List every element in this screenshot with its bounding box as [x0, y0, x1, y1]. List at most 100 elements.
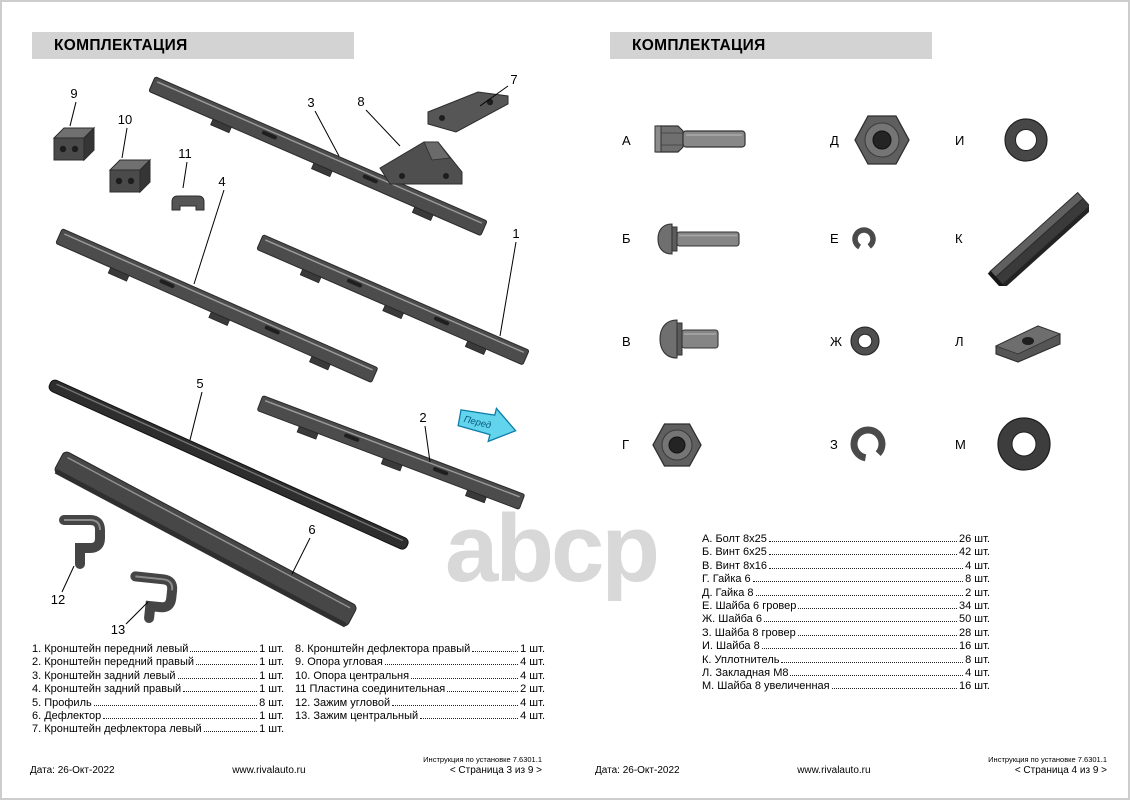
washer-6-icon	[850, 326, 880, 356]
fastener-qty: 4 шт.	[965, 559, 990, 572]
footer-date: Дата: 26-Окт-2022	[595, 765, 680, 776]
list-item: З. Шайба 8 гровер 28 шт.	[702, 627, 990, 640]
part-name: 2. Кронштейн передний правый	[32, 656, 195, 669]
fastener-name: В. Винт 8х16	[702, 559, 767, 572]
callout-3: 3	[307, 95, 314, 110]
part-qty: 4 шт.	[520, 669, 545, 682]
part-10-center-support	[108, 158, 152, 194]
fastener-name: А. Болт 8х25	[702, 533, 767, 545]
part-qty: 4 шт.	[520, 710, 545, 723]
part-name: 3. Кронштейн задний левый	[32, 669, 176, 682]
fastener-qty: 8 шт.	[965, 653, 990, 666]
bolt-icon	[654, 125, 746, 153]
dot-leader	[420, 718, 519, 720]
part-name: 5. Профиль	[32, 696, 92, 709]
list-item: М. Шайба 8 увеличенная 16 шт.	[702, 680, 990, 693]
diagram-callouts: 1 2 3 4 5 6 7 8 9 10 11 12 13	[51, 72, 520, 637]
dot-leader	[411, 677, 519, 679]
part-qty: 1 шт.	[259, 669, 284, 682]
fastener-letter-i: И	[955, 133, 965, 148]
fastener-name: Ж. Шайба 6	[702, 613, 762, 626]
part-9-corner-support	[52, 126, 96, 162]
dot-leader	[190, 651, 258, 652]
fastener-name: Е. Шайба 6 гровер	[702, 600, 797, 613]
footer-page-number: < Страница 4 из 9 >	[1014, 765, 1107, 776]
list-item: 4. Кронштейн задний правый 1 шт.	[32, 683, 284, 696]
dot-leader	[768, 567, 964, 569]
part-name: 13. Зажим центральный	[295, 710, 419, 723]
part-qty: 1 шт.	[259, 710, 284, 723]
fastener-name: Б. Винт 6х25	[702, 546, 767, 559]
list-item: А. Болт 8х25 26 шт.	[702, 533, 990, 546]
part-name: 4. Кронштейн задний правый	[32, 683, 182, 696]
list-item: Д. Гайка 8 2 шт.	[702, 587, 990, 600]
list-item: 3. Кронштейн задний левый 1 шт.	[32, 670, 284, 683]
list-item: 6. Дефлектор 1 шт.	[32, 710, 284, 723]
list-item: 8. Кронштейн дефлектора правый 1 шт.	[295, 643, 545, 656]
fastener-letter-l: Л	[955, 334, 964, 349]
parts-list-col2: 8. Кронштейн дефлектора правый 1 шт. 9. …	[295, 643, 545, 723]
fastener-qty: 34 шт.	[959, 600, 990, 613]
right-page-footer: Дата: 26-Окт-2022 www.rivalauto.ru Инстр…	[595, 750, 1107, 776]
callout-7: 7	[510, 72, 517, 87]
part-3-rail	[148, 76, 488, 236]
dot-leader	[768, 541, 957, 542]
washer-8-large-icon	[997, 417, 1051, 471]
part-name: 12. Зажим угловой	[295, 696, 391, 709]
footer-doc-ref: Инструкция по установке 7.6301.1	[988, 755, 1107, 764]
dot-leader	[203, 731, 258, 733]
plate-nut-m8-icon	[994, 325, 1062, 363]
part-13-center-clamp	[130, 571, 178, 624]
list-item: 13. Зажим центральный 4 шт.	[295, 710, 545, 723]
callout-13: 13	[111, 622, 125, 637]
list-item: Ж. Шайба 6 50 шт.	[702, 613, 990, 626]
dot-leader	[797, 634, 957, 636]
dot-leader	[768, 554, 957, 556]
callout-9: 9	[70, 86, 77, 101]
fastener-name: З. Шайба 8 гровер	[702, 626, 796, 639]
list-item: 12. Зажим угловой 4 шт.	[295, 697, 545, 710]
part-name: 6. Дефлектор	[32, 710, 102, 723]
part-name: 9. Опора угловая	[295, 656, 383, 669]
dot-leader	[790, 675, 964, 677]
parts-list-col1: 1. Кронштейн передний левый 1 шт. 2. Кро…	[32, 643, 284, 737]
fastener-list: А. Болт 8х25 26 шт. Б. Винт 6х25 42 шт. …	[702, 533, 990, 694]
lock-washer-8-icon	[850, 426, 886, 462]
dot-leader	[781, 661, 964, 663]
fastener-name: Л. Закладная М8	[702, 667, 789, 680]
part-7-deflector-bracket-left	[427, 91, 509, 133]
list-item: 2. Кронштейн передний правый 1 шт.	[32, 656, 284, 669]
list-item: В. Винт 8х16 4 шт.	[702, 560, 990, 573]
part-qty: 1 шт.	[259, 723, 284, 736]
fastener-qty: 50 шт.	[959, 613, 990, 626]
front-direction-arrow: Перед	[457, 407, 517, 443]
part-6-deflector	[54, 451, 357, 628]
dot-leader	[196, 664, 258, 666]
dot-leader	[93, 704, 258, 706]
list-item: 11 Пластина соединительная 2 шт.	[295, 683, 545, 696]
footer-doc-ref: Инструкция по установке 7.6301.1	[423, 755, 542, 764]
fastener-name: Г. Гайка 6	[702, 573, 751, 586]
part-name: 8. Кронштейн дефлектора правый	[295, 643, 471, 655]
right-page-title: КОМПЛЕКТАЦИЯ	[610, 32, 932, 59]
callout-4: 4	[218, 174, 225, 189]
dot-leader	[177, 677, 258, 679]
left-page-footer: Дата: 26-Окт-2022 www.rivalauto.ru Инстр…	[30, 750, 542, 776]
part-qty: 1 шт.	[259, 656, 284, 669]
fastener-name: К. Уплотнитель	[702, 653, 780, 666]
callout-8: 8	[357, 94, 364, 109]
dot-leader	[447, 691, 519, 693]
list-item: И. Шайба 8 16 шт.	[702, 640, 990, 653]
fastener-letter-g: Г	[622, 437, 630, 452]
part-1-rail	[256, 234, 530, 365]
dot-leader	[472, 651, 519, 652]
left-page-title: КОМПЛЕКТАЦИЯ	[32, 32, 354, 59]
fastener-letter-z: З	[830, 437, 838, 452]
part-8-deflector-bracket-right	[379, 141, 463, 185]
part-qty: 1 шт.	[520, 643, 545, 655]
screw-8x16-icon	[659, 319, 719, 359]
seal-profile-icon	[987, 191, 1089, 286]
fastener-letter-zh: Ж	[830, 334, 843, 349]
part-name: 1. Кронштейн передний левый	[32, 643, 189, 655]
callout-5: 5	[196, 376, 203, 391]
